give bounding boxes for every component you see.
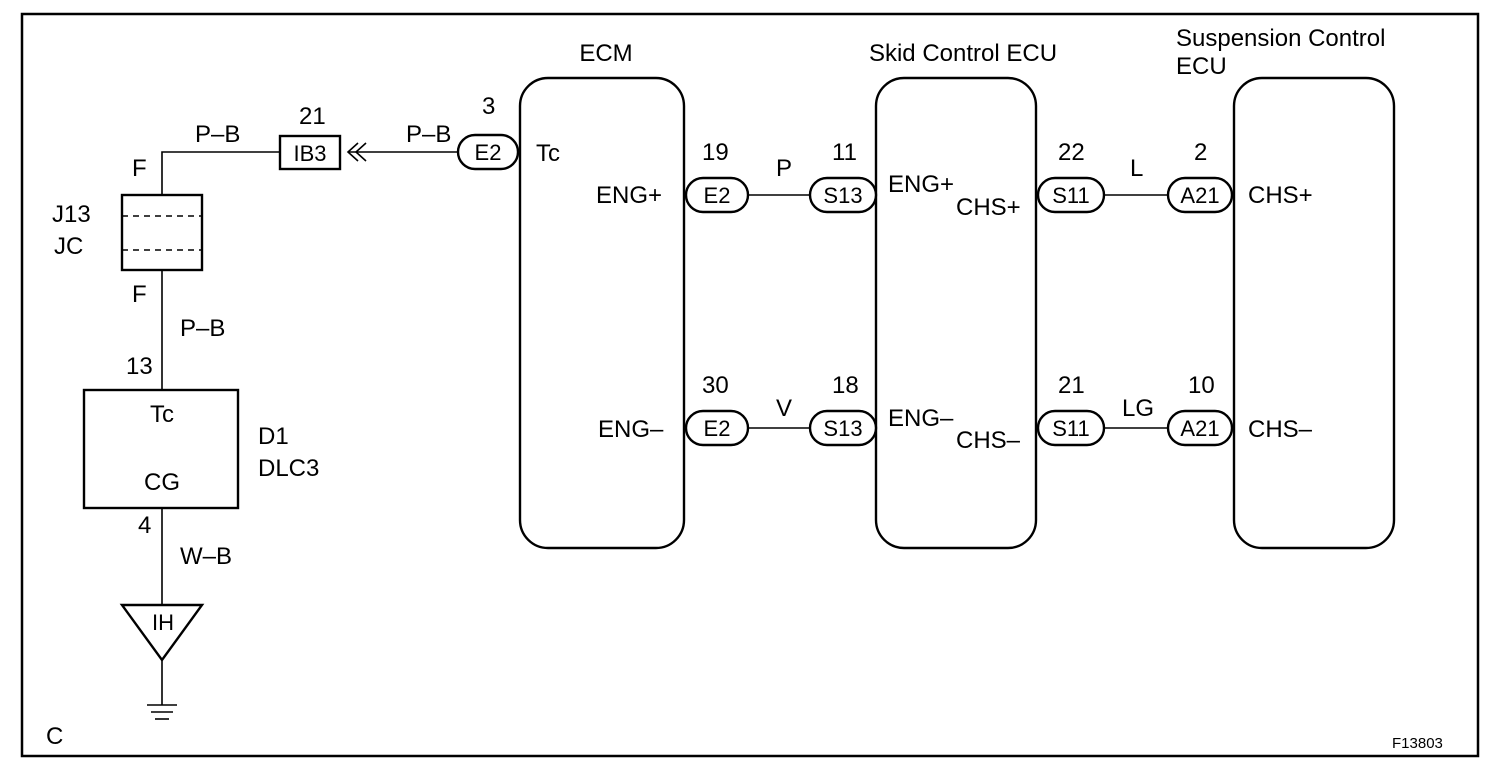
connector-skid-chs-minus bbox=[1036, 409, 1106, 447]
wire-label-dlc3-to-ground: W–B bbox=[180, 543, 232, 570]
ground-point-label: IH bbox=[152, 610, 174, 635]
connector-ib3-pin: 21 bbox=[299, 103, 326, 130]
connector-ecm-eng-minus-label: E2 bbox=[704, 416, 731, 441]
dlc3-cg-pin-number: 4 bbox=[138, 512, 151, 539]
junction-name: JC bbox=[54, 233, 83, 260]
connector-ecm-eng-plus-label: E2 bbox=[704, 183, 731, 208]
suspension-control-ecu-title-line1: Suspension Control bbox=[1176, 25, 1385, 52]
dlc3-pin-cg: CG bbox=[144, 469, 180, 496]
connector-susp-chs-minus bbox=[1166, 409, 1234, 447]
connector-ib3 bbox=[278, 134, 342, 171]
skid-pin-chs-plus: CHS+ bbox=[956, 194, 1021, 221]
connector-skid-eng-minus-label: S13 bbox=[823, 416, 862, 441]
dlc3-name: DLC3 bbox=[258, 455, 319, 482]
connector-skid-eng-minus bbox=[808, 409, 878, 447]
ecm-pin-tc: Tc bbox=[536, 140, 560, 167]
connector-chevron-icon bbox=[346, 142, 367, 162]
dlc3-body bbox=[82, 388, 240, 510]
connector-skid-chs-minus-label: S11 bbox=[1052, 416, 1090, 441]
wire-label-eng-minus: V bbox=[776, 395, 792, 422]
skid-pin-eng-minus: ENG– bbox=[888, 405, 954, 432]
ecm-pin-eng-minus: ENG– bbox=[598, 416, 664, 443]
junction-top-pin: F bbox=[132, 155, 147, 182]
skid-pin-eng-plus: ENG+ bbox=[888, 171, 954, 198]
ecm-body bbox=[518, 76, 686, 550]
dlc3-pin-tc: Tc bbox=[150, 401, 174, 428]
connector-susp-chs-plus-label: A21 bbox=[1180, 183, 1219, 208]
ecm-pin-eng-plus: ENG+ bbox=[596, 182, 662, 209]
wire-label-chs-plus: L bbox=[1130, 155, 1143, 182]
susp-pin-chs-minus: CHS– bbox=[1248, 416, 1313, 443]
skid-control-ecu-title: Skid Control ECU bbox=[869, 40, 1057, 67]
connector-ecm-tc-pin: 3 bbox=[482, 93, 495, 120]
connector-skid-chs-plus-pin: 22 bbox=[1058, 139, 1085, 166]
junction-bottom-pin: F bbox=[132, 281, 147, 308]
suspension-control-ecu-body bbox=[1232, 76, 1396, 550]
corner-label: C bbox=[46, 723, 63, 750]
wire-jc-to-ib3 bbox=[161, 151, 280, 195]
ecm-title: ECM bbox=[579, 40, 632, 67]
connector-susp-chs-plus-pin: 2 bbox=[1194, 139, 1207, 166]
skid-pin-chs-minus: CHS– bbox=[956, 427, 1021, 454]
connector-ecm-eng-minus-pin: 30 bbox=[702, 372, 729, 399]
connector-skid-chs-plus bbox=[1036, 176, 1106, 214]
connector-susp-chs-plus bbox=[1166, 176, 1234, 214]
connector-skid-eng-plus-pin: 11 bbox=[832, 139, 857, 166]
junction-ref: J13 bbox=[52, 201, 91, 228]
wire-label-jc-to-ib3: P–B bbox=[195, 121, 240, 148]
connector-ecm-eng-plus-pin: 19 bbox=[702, 139, 729, 166]
junction-body bbox=[120, 193, 204, 272]
connector-skid-eng-minus-pin: 18 bbox=[832, 372, 859, 399]
ground-point-ih bbox=[119, 603, 205, 663]
connector-skid-eng-plus bbox=[808, 176, 878, 214]
dlc3-ref: D1 bbox=[258, 423, 289, 450]
connector-skid-chs-minus-pin: 21 bbox=[1058, 372, 1085, 399]
wire-label-jc-to-dlc3: P–B bbox=[180, 315, 225, 342]
figure-id: F13803 bbox=[1392, 735, 1443, 752]
connector-ecm-tc-label: E2 bbox=[475, 140, 502, 165]
junction-connector-j13 bbox=[120, 193, 204, 272]
susp-pin-chs-plus: CHS+ bbox=[1248, 182, 1313, 209]
suspension-control-ecu-title-line2: ECU bbox=[1176, 53, 1227, 80]
wire-label-ib3-to-ecm: P–B bbox=[406, 121, 451, 148]
connector-susp-chs-minus-label: A21 bbox=[1180, 416, 1219, 441]
connector-ecm-tc bbox=[456, 133, 520, 171]
ground-icon bbox=[147, 704, 177, 720]
connector-ecm-eng-minus bbox=[684, 409, 750, 447]
dlc3-tc-pin-number: 13 bbox=[126, 353, 153, 380]
wire-label-eng-plus: P bbox=[776, 155, 792, 182]
connector-susp-chs-minus-pin: 10 bbox=[1188, 372, 1215, 399]
connector-ib3-label: IB3 bbox=[293, 141, 326, 166]
connector-skid-eng-plus-label: S13 bbox=[823, 183, 862, 208]
skid-control-ecu-body bbox=[874, 76, 1038, 550]
wire-label-chs-minus: LG bbox=[1122, 395, 1154, 422]
connector-ecm-eng-plus bbox=[684, 176, 750, 214]
connector-skid-chs-plus-label: S11 bbox=[1052, 183, 1090, 208]
diagram-frame bbox=[20, 12, 1480, 758]
